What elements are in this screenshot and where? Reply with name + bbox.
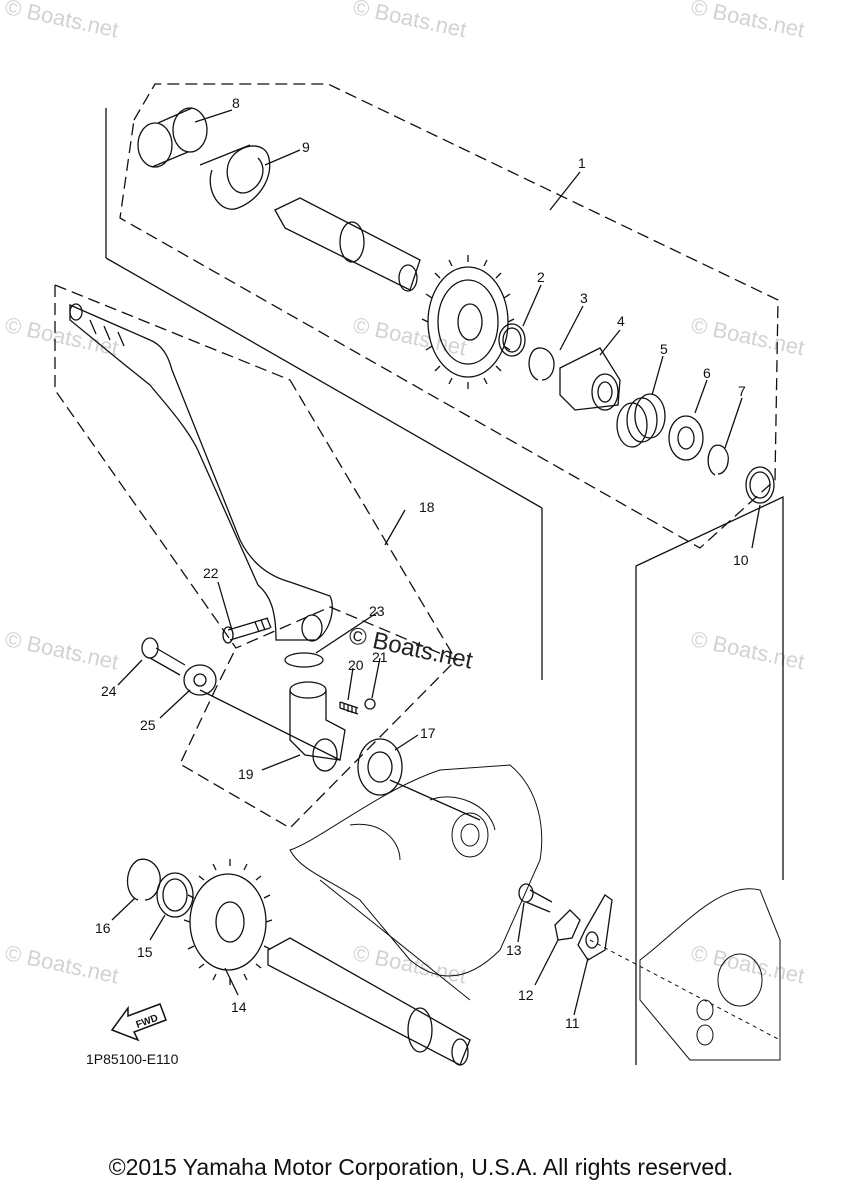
part-label: 13 xyxy=(506,942,522,958)
fwd-arrow-icon: FWD xyxy=(110,1003,167,1042)
copyright-notice: ©2015 Yamaha Motor Corporation, U.S.A. A… xyxy=(108,1154,734,1180)
part-label: 20 xyxy=(348,657,364,673)
part-label: 3 xyxy=(580,290,588,306)
part-label: 16 xyxy=(95,920,111,936)
part-label: 9 xyxy=(302,139,310,155)
diagram-code: 1P85100-E110 xyxy=(86,1051,179,1067)
part-label: 12 xyxy=(518,987,534,1003)
part-label: 2 xyxy=(537,269,545,285)
part-label: 8 xyxy=(232,95,240,111)
part-label: 10 xyxy=(733,552,749,568)
part-label: 4 xyxy=(617,313,625,329)
part-label: 6 xyxy=(703,365,711,381)
part-label: 11 xyxy=(565,1015,580,1031)
part-label: 24 xyxy=(101,683,117,699)
part-label: 22 xyxy=(203,565,219,581)
part-label: 5 xyxy=(660,341,668,357)
part-label: 15 xyxy=(137,944,153,960)
part-label: 21 xyxy=(372,649,388,665)
part-label: 17 xyxy=(420,725,436,741)
part-label: 23 xyxy=(369,603,385,619)
part-label: 7 xyxy=(738,383,746,399)
part-label: 1 xyxy=(578,155,586,171)
part-label: 19 xyxy=(238,766,254,782)
part-label: 18 xyxy=(419,499,435,515)
part-label: 14 xyxy=(231,999,247,1015)
part-label: 25 xyxy=(140,717,156,733)
